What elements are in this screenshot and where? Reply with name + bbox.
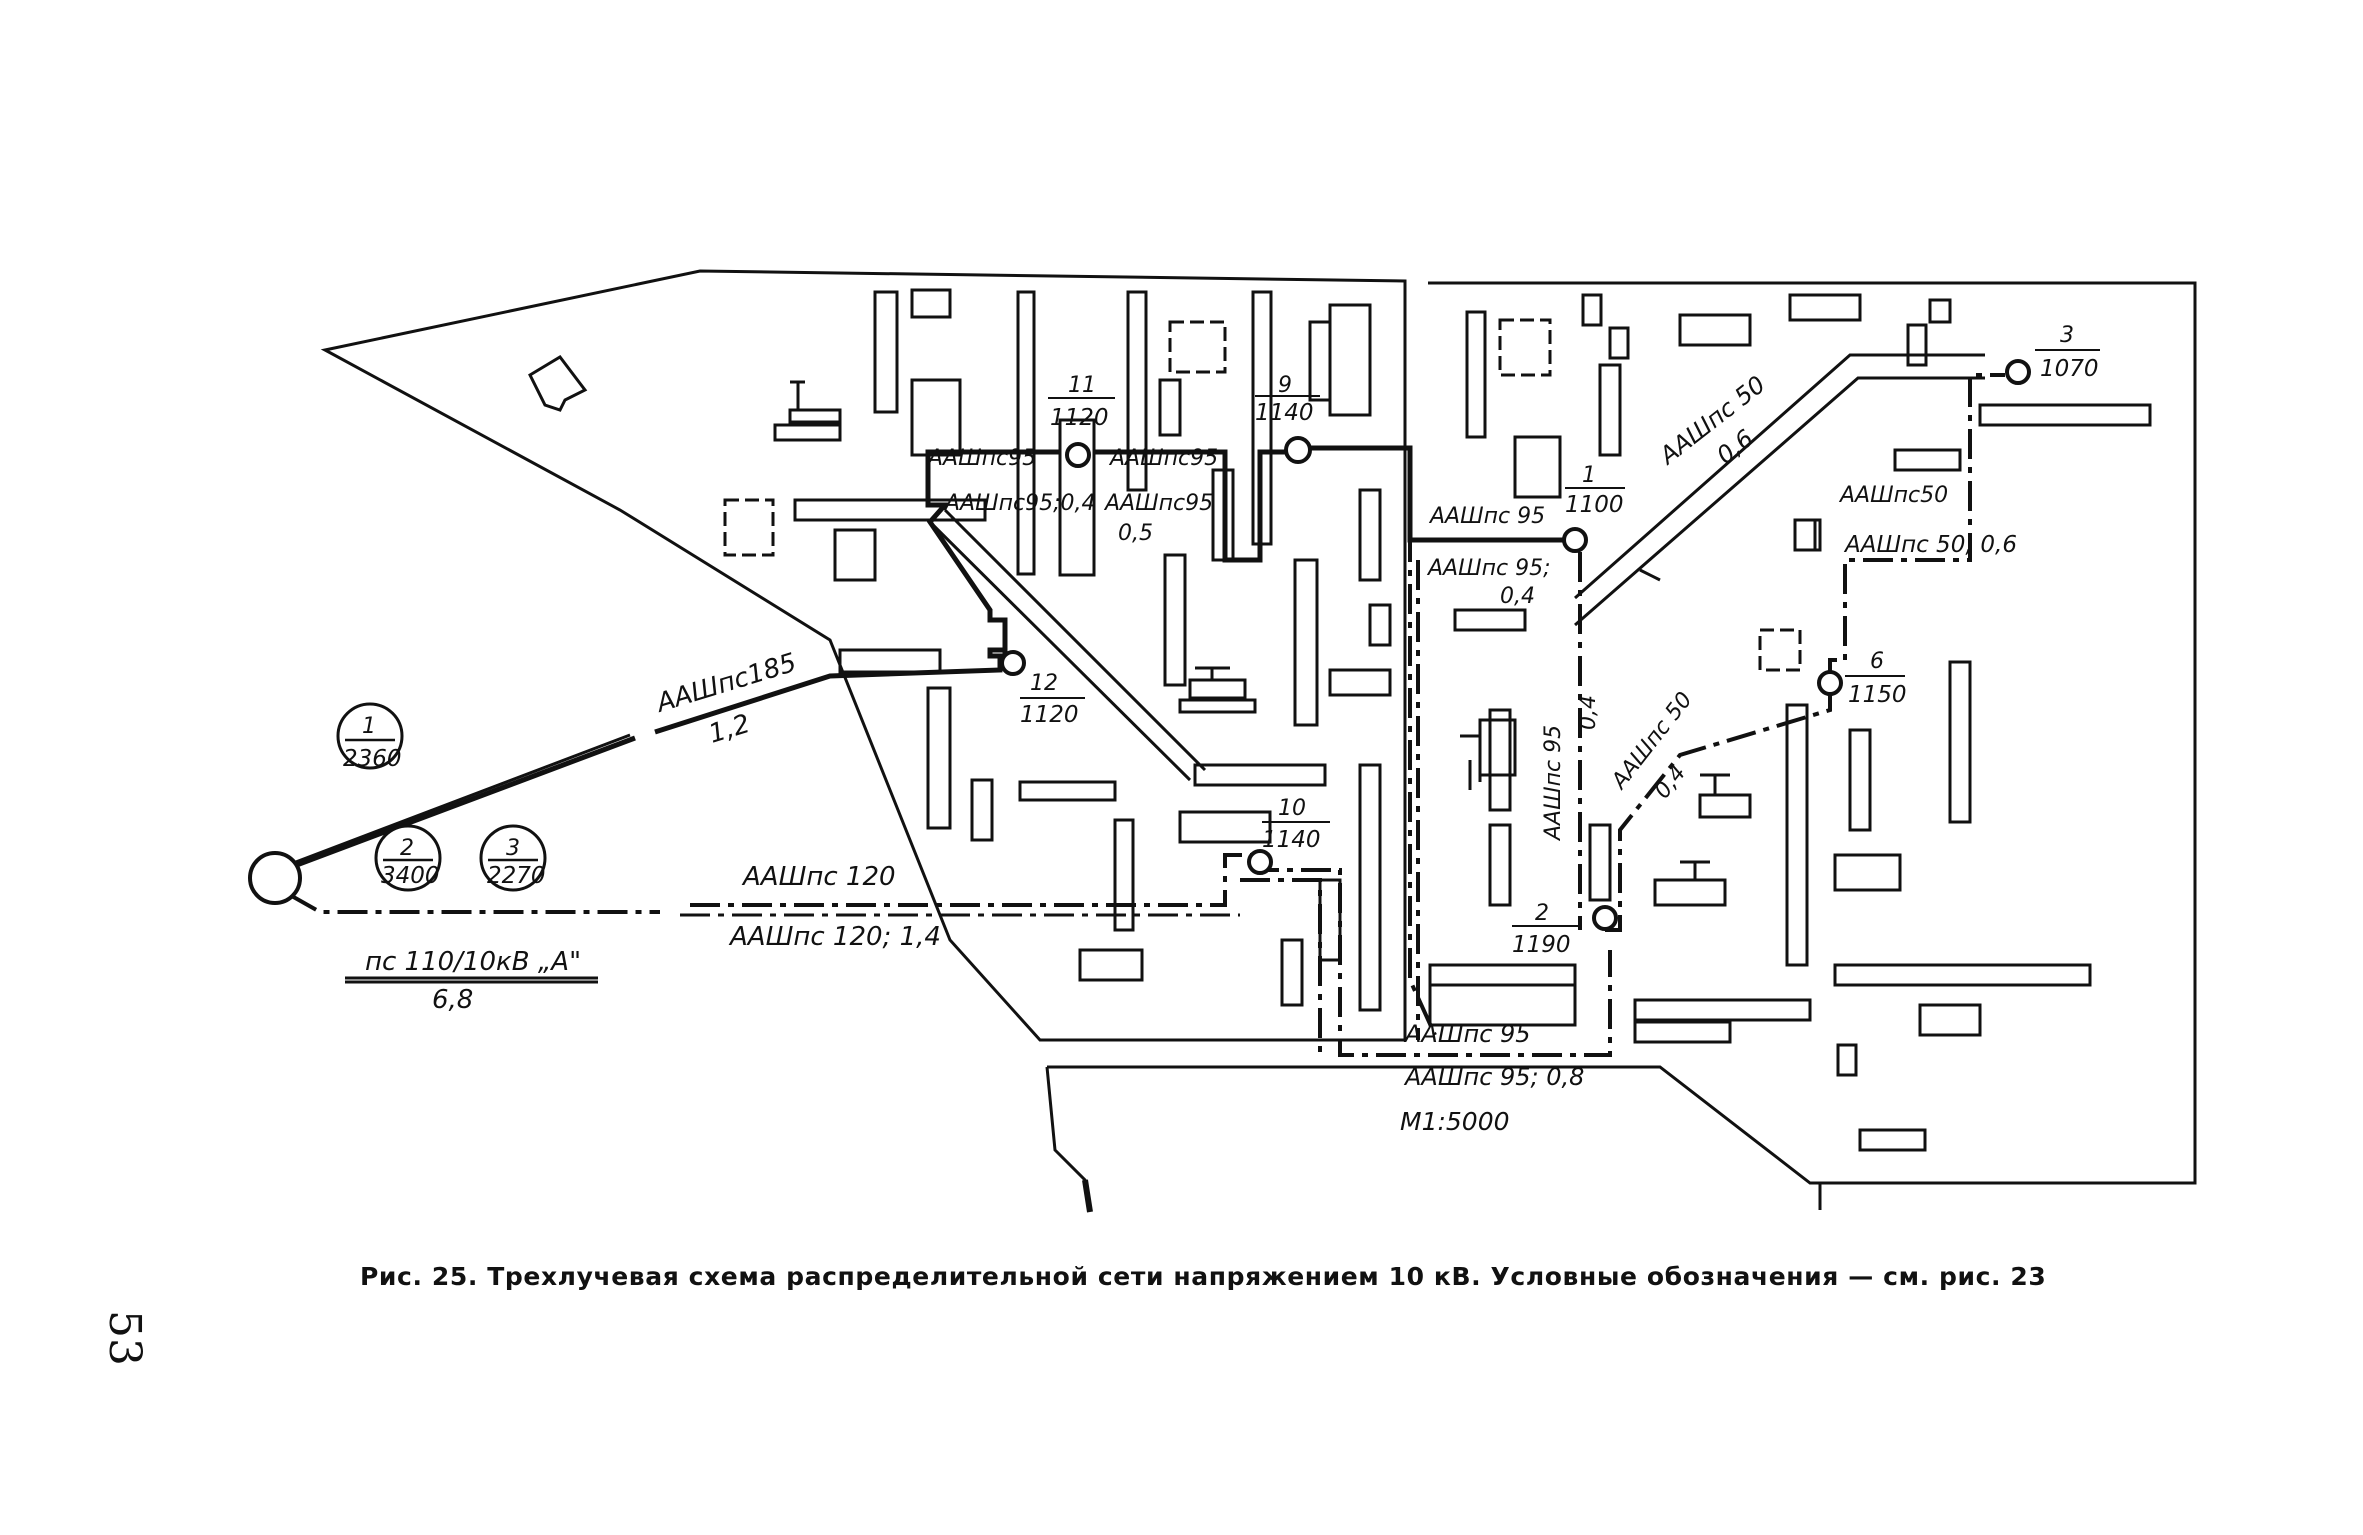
node-3-id: 3 — [2060, 323, 2074, 348]
cable-95-d-length: 0,5 — [1118, 521, 1153, 546]
cable-95-d: ААШпс95 — [1103, 491, 1213, 516]
cable-95-b: ААШпс95 — [1108, 446, 1218, 471]
node-labels: 11 1120 9 1140 12 1120 10 1140 1 1100 2 … — [1020, 323, 2100, 958]
node-12-id: 12 — [1030, 671, 1058, 696]
cable-95-g-length: 0,4 — [1576, 695, 1601, 730]
cable-50-a: ААШпс 50 — [1653, 370, 1771, 471]
scale-label: М1:5000 — [1400, 1107, 1510, 1136]
cable-95-f-length: 0,4 — [1500, 584, 1535, 609]
substation-underline — [345, 976, 598, 984]
rail-track — [928, 353, 1985, 782]
cable-95-f: ААШпс 95; — [1426, 556, 1551, 581]
feeder-badge-2 — [374, 824, 442, 892]
substation-value: 6,8 — [432, 985, 473, 1015]
node-6-load: 1150 — [1848, 682, 1907, 708]
node-1-load: 1100 — [1565, 492, 1624, 518]
node-2-id: 2 — [1535, 901, 1549, 926]
cable-50-c: ААШпс 50; 0,6 — [1843, 532, 2017, 558]
node-11-id: 11 — [1068, 373, 1096, 398]
cable-95-h: ААШпс 95 — [1403, 1020, 1531, 1048]
feeder-3-id: 3 — [506, 836, 520, 861]
cable-95-e: ААШпс 95 — [1428, 504, 1545, 529]
node-9-load: 1140 — [1255, 400, 1314, 426]
node-symbols — [1000, 359, 2031, 931]
feeder-2-id: 2 — [400, 836, 414, 861]
node-12-load: 1120 — [1020, 702, 1079, 728]
substation-labels: пс 110/10кВ „А" 6,8 — [365, 947, 581, 1015]
feeder-1-load: 2360 — [343, 746, 402, 772]
cable-95-a: ААШпс95 — [926, 446, 1036, 471]
figure-caption: Рис. 25. Трехлучевая схема распределител… — [360, 1262, 2047, 1291]
node-9-id: 9 — [1278, 373, 1292, 398]
cable-95-c: ААШпс95;0,4 — [943, 491, 1096, 516]
node-2-load: 1190 — [1512, 932, 1571, 958]
page-number: 53 — [99, 1310, 150, 1366]
node-1-id: 1 — [1582, 463, 1596, 488]
feeder-1-line — [277, 445, 1575, 875]
cable-50-d-length: 0,4 — [1650, 761, 1691, 804]
node-10-id: 10 — [1278, 796, 1306, 821]
feeder-2-load: 3400 — [381, 863, 440, 889]
feeder-3-load: 2270 — [487, 863, 546, 889]
territory-outline-west — [320, 269, 1407, 1042]
node-3-load: 1070 — [2040, 356, 2099, 382]
feeder-badge-3 — [479, 824, 547, 892]
node-11-load: 1120 — [1050, 405, 1109, 431]
cable-120-label: ААШпс 120 — [741, 862, 896, 892]
cable-95-g: ААШпс 95 — [1541, 725, 1566, 842]
cable-50-b: ААШпс50 — [1838, 483, 1948, 508]
road-outline — [1045, 1065, 1822, 1213]
feeder-3-line — [1408, 373, 2005, 1040]
feeder-labels: 1 2360 2 3400 3 2270 — [343, 714, 546, 889]
feeder-1-id: 1 — [362, 714, 376, 739]
cable-95-h-length: ААШпс 95; 0,8 — [1403, 1063, 1584, 1091]
feeder-badge-1 — [336, 702, 404, 770]
buildings-west — [528, 288, 1392, 1012]
substation-name: пс 110/10кВ „А" — [365, 947, 581, 977]
cable-120-length: ААШпс 120; 1,4 — [728, 922, 941, 952]
node-10-load: 1140 — [1262, 827, 1321, 853]
cable-labels: ААШпс185 1,2 ААШпс 120 ААШпс 120; 1,4 АА… — [651, 370, 2017, 1136]
buildings-east — [1428, 293, 2152, 1152]
substation-symbol — [248, 851, 302, 905]
node-6-id: 6 — [1870, 649, 1884, 674]
